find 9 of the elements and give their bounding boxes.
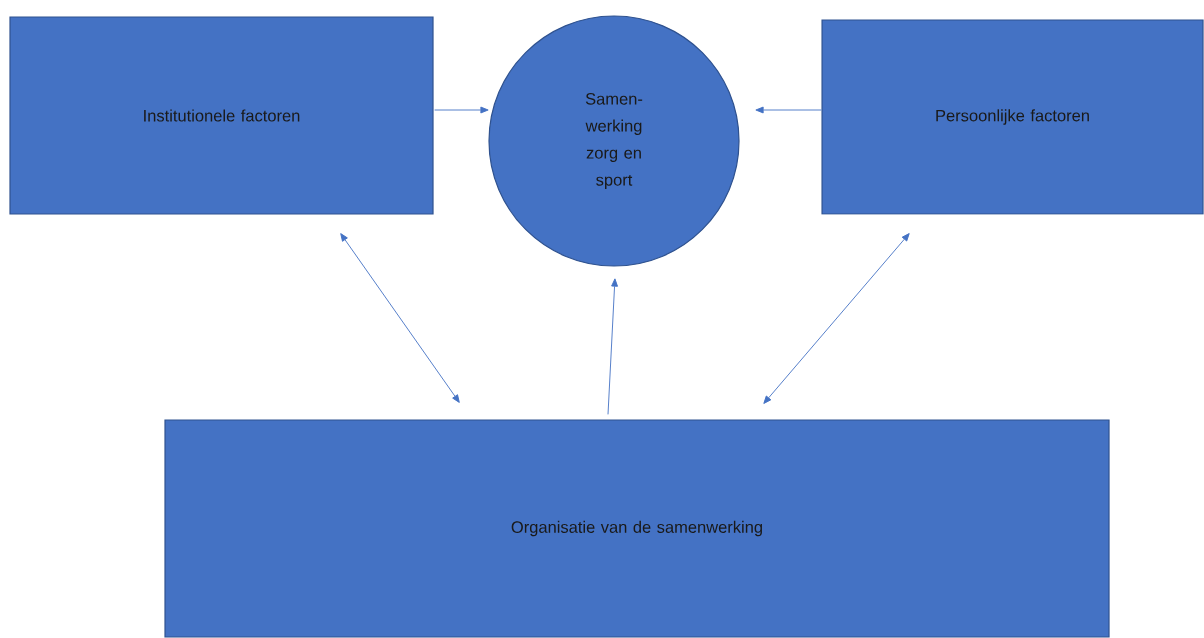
process-box: Organisatie van de samenwerking [164,419,1110,638]
circle-node: Samen- werking zorg en sport [488,15,740,267]
process-box: Persoonlijke factoren [821,19,1204,215]
arrow [755,106,822,114]
arrow [607,278,618,415]
arrow [340,233,460,403]
process-box: Institutionele factoren [9,16,434,215]
arrow [763,233,910,404]
arrow [434,106,489,114]
